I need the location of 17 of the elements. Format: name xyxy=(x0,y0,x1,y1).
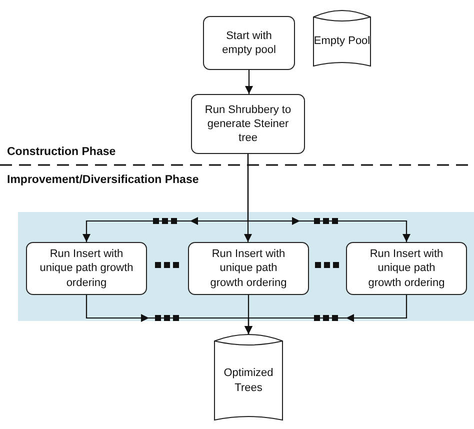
node-text: Run Shrubbery to generate Steiner tree xyxy=(204,102,292,146)
phase-label: Construction Phase xyxy=(7,146,116,158)
arrow xyxy=(244,295,408,334)
node-text: Run Insert with unique path growth ordering xyxy=(367,247,446,290)
node-text: Optimized Trees xyxy=(222,366,274,395)
arrow xyxy=(247,154,410,242)
arrow xyxy=(245,70,253,94)
phase-label: Improvement/Diversification Phase xyxy=(7,174,199,186)
node-text: Empty Pool xyxy=(314,34,370,49)
process-box xyxy=(26,242,147,295)
process-box xyxy=(188,242,309,295)
process-box xyxy=(346,242,467,295)
node-text: Run Insert with unique path growth ordering xyxy=(39,247,134,290)
process-box xyxy=(191,94,305,154)
node-text: Start with empty pool xyxy=(221,28,277,58)
node-text: Run Insert with unique path growth ordering xyxy=(209,247,288,290)
process-box xyxy=(203,16,295,70)
